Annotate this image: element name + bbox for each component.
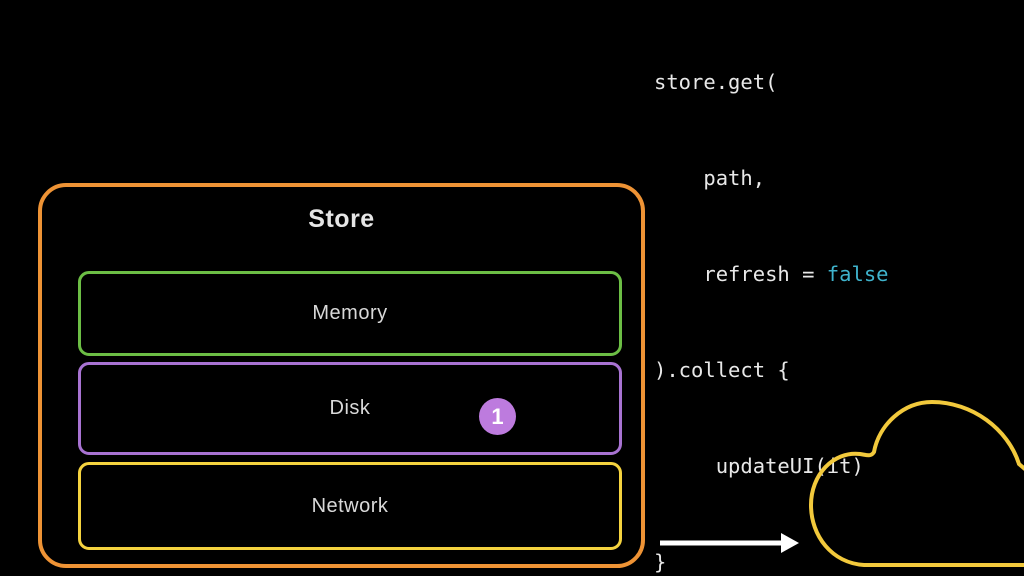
code-line: path, — [654, 162, 889, 194]
code-snippet: store.get( path, refresh = false ).colle… — [654, 2, 889, 576]
layer-network-label: Network — [311, 494, 389, 517]
layer-memory-label: Memory — [312, 302, 388, 324]
layer-network: Network — [78, 462, 622, 550]
layer-disk: Disk — [78, 362, 622, 455]
code-text: path, — [654, 166, 766, 190]
store-title: Store — [308, 205, 375, 233]
cloud-icon — [808, 399, 1024, 567]
layer-memory: Memory — [78, 271, 622, 356]
code-line: } — [654, 546, 889, 576]
code-text: refresh = — [654, 262, 827, 286]
layer-disk-label: Disk — [329, 397, 371, 419]
code-line: refresh = false — [654, 258, 889, 290]
code-text: store.get( — [654, 70, 778, 94]
store-container — [38, 183, 645, 568]
flow-arrow-icon — [660, 533, 799, 553]
code-text: ).collect { — [654, 358, 790, 382]
code-line: ).collect { — [654, 354, 889, 386]
step-badge: 1 — [479, 398, 516, 435]
code-line: store.get( — [654, 66, 889, 98]
code-keyword-false: false — [826, 262, 889, 286]
code-text: } — [654, 550, 667, 574]
